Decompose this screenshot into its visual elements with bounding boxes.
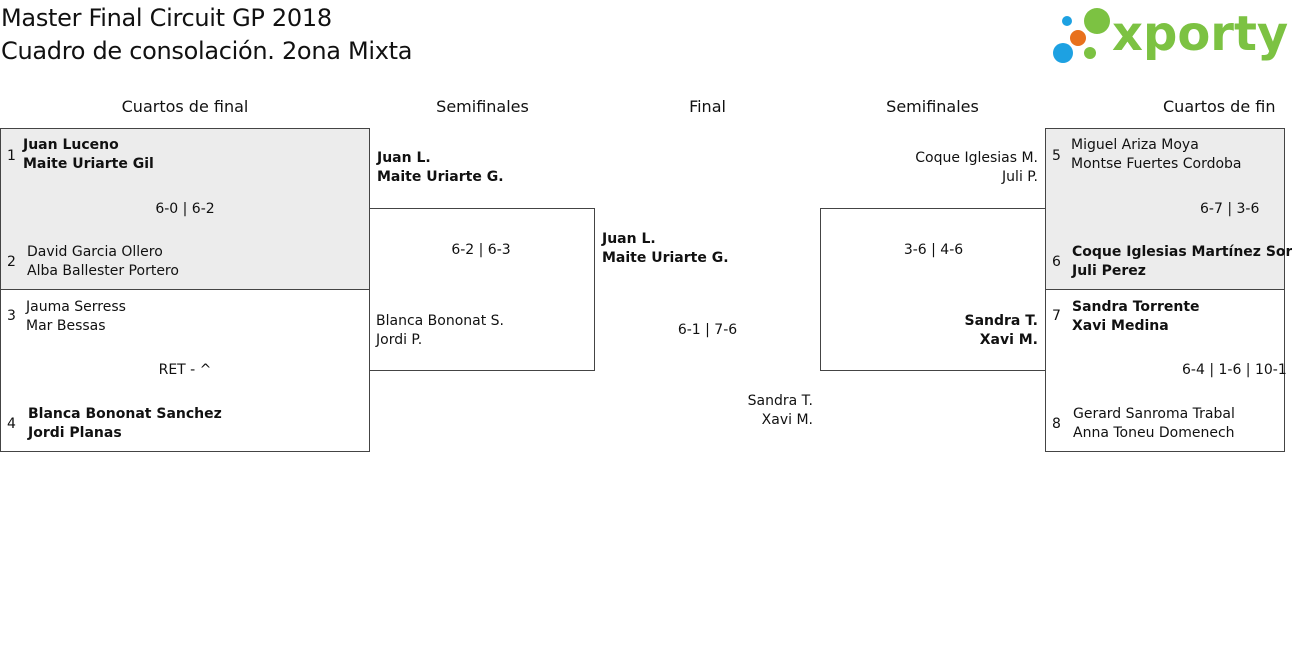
- seed-number: 3: [7, 308, 16, 324]
- seed-number: 5: [1052, 148, 1061, 164]
- team-player-2: Xavi M.: [979, 332, 1038, 348]
- left-quarter-match-1: 1 Juan Luceno Maite Uriarte Gil 6-0 | 6-…: [0, 128, 370, 290]
- header-final: Final: [689, 97, 726, 116]
- match-score: 6-0 | 6-2: [155, 201, 215, 217]
- right-semi-bracket: 3-6 | 4-6 Sandra T. Xavi M.: [820, 208, 1046, 371]
- team-player-2: Maite Uriarte Gil: [23, 156, 154, 172]
- team-player-1: Blanca Bononat S.: [376, 313, 505, 329]
- final-top-player-1: Juan L.: [602, 231, 656, 247]
- match-score: 6-7 | 3-6: [1200, 201, 1260, 217]
- right-semi-top-player-1: Coque Iglesias M.: [915, 150, 1038, 166]
- team-player-1: Sandra Torrente: [1072, 299, 1200, 315]
- seed-number: 7: [1052, 308, 1061, 324]
- team-player-2: Mar Bessas: [26, 318, 106, 334]
- team-player-1: Blanca Bononat Sanchez: [28, 406, 222, 422]
- final-score: 6-1 | 7-6: [677, 322, 738, 338]
- match-score: 3-6 | 4-6: [903, 242, 964, 258]
- logo-dots-icon: [1053, 8, 1110, 63]
- seed-number: 1: [7, 148, 16, 164]
- header-right-quarters: Cuartos de fin: [1163, 97, 1276, 116]
- team-player-2: Xavi Medina: [1072, 318, 1169, 334]
- header-left-quarters: Cuartos de final: [121, 97, 249, 116]
- left-semi-top-player-2: Maite Uriarte G.: [377, 169, 504, 185]
- team-player-1: Sandra T.: [964, 313, 1039, 329]
- final-top-player-2: Maite Uriarte G.: [602, 250, 729, 266]
- xporty-logo: xporty: [1050, 4, 1288, 68]
- page-title: Master Final Circuit GP 2018: [1, 4, 332, 32]
- team-player-1: Coque Iglesias Martínez Sor: [1072, 244, 1292, 260]
- right-quarter-match-1: 5 Miguel Ariza Moya Montse Fuertes Cordo…: [1045, 128, 1292, 290]
- logo-text: xporty: [1112, 6, 1289, 62]
- left-quarter-match-2: 3 Jauma Serress Mar Bessas RET - ^ 4 Bla…: [0, 289, 370, 452]
- team-player-1: Gerard Sanroma Trabal: [1073, 406, 1235, 422]
- right-semi-top-player-2: Juli P.: [1002, 169, 1038, 185]
- left-semi-bracket: 6-2 | 6-3 Blanca Bononat S. Jordi P.: [369, 208, 595, 371]
- team-player-1: Jauma Serress: [26, 299, 126, 315]
- team-player-1: Miguel Ariza Moya: [1071, 137, 1199, 153]
- header-right-semis: Semifinales: [886, 97, 979, 116]
- team-player-2: Jordi Planas: [28, 425, 122, 441]
- left-semi-top-player-1: Juan L.: [377, 150, 431, 166]
- seed-number: 2: [7, 254, 16, 270]
- final-bottom-player-1: Sandra T.: [747, 393, 813, 409]
- final-bottom-player-2: Xavi M.: [761, 412, 813, 428]
- seed-number: 6: [1052, 254, 1061, 270]
- team-player-2: Anna Toneu Domenech: [1073, 425, 1235, 441]
- header-left-semis: Semifinales: [436, 97, 529, 116]
- right-quarter-match-2: 7 Sandra Torrente Xavi Medina 6-4 | 1-6 …: [1045, 289, 1287, 452]
- team-player-1: Juan Luceno: [23, 137, 119, 153]
- page-subtitle: Cuadro de consolación. 2ona Mixta: [1, 37, 413, 65]
- seed-number: 8: [1052, 416, 1061, 432]
- seed-number: 4: [7, 416, 16, 432]
- team-player-2: Jordi P.: [376, 332, 423, 348]
- team-player-1: David Garcia Ollero: [27, 244, 163, 260]
- match-score: RET - ^: [158, 362, 212, 378]
- team-player-2: Juli Perez: [1072, 263, 1146, 279]
- match-score: 6-2 | 6-3: [451, 242, 511, 258]
- match-score: 6-4 | 1-6 | 10-1: [1182, 362, 1287, 378]
- team-player-2: Alba Ballester Portero: [27, 263, 179, 279]
- team-player-2: Montse Fuertes Cordoba: [1071, 156, 1242, 172]
